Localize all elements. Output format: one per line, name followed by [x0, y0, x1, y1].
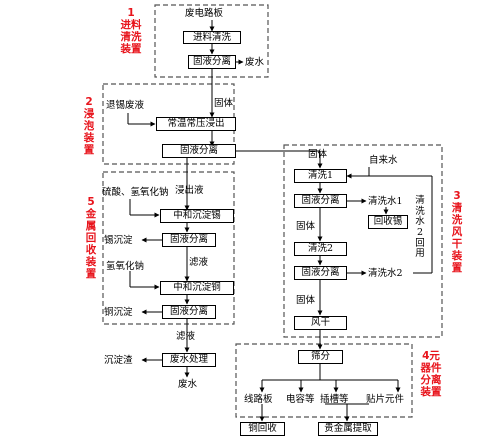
soak-section-label: 浸泡装置 [83, 108, 95, 157]
capacitor-label: 电容等 [286, 394, 315, 405]
filtrate-label-2: 滤液 [176, 331, 196, 342]
components-section-title: 4元 器件分离装置 [416, 350, 446, 398]
wash-water-2-label: 清洗水2 [368, 268, 403, 279]
solid-label-3: 固体 [296, 221, 316, 232]
metal-section-label: 金属回收装置 [85, 208, 97, 281]
tin-stripping-liquid-label: 退锡废液 [106, 100, 145, 111]
acid-base-label: 硫酸、氢氧化钠 [102, 187, 169, 198]
room-temp-leach-box: 常温常压浸出 [156, 117, 236, 131]
metal-section-title: 5 金属回收装置 [84, 196, 98, 280]
solid-label-1: 固体 [214, 98, 234, 109]
copper-recovery-box: 铜回收 [240, 422, 285, 436]
feed-section-label: 进料清洗装置 [120, 19, 142, 56]
screening-box: 筛分 [298, 350, 343, 364]
solid-liquid-separation-1-box: 固液分离 [188, 55, 236, 69]
air-dry-box: 风干 [294, 316, 347, 330]
tap-water-label: 自来水 [369, 155, 398, 166]
wash-section-number: 3 [453, 190, 461, 202]
soak-section-number: 2 [85, 96, 93, 108]
filtrate-label-1: 滤液 [189, 257, 209, 268]
soak-section-title: 2 浸泡装置 [82, 96, 96, 156]
solid-liquid-separation-3-box: 固液分离 [162, 233, 216, 247]
wastewater-treatment-box: 废水处理 [162, 353, 216, 367]
solid-liquid-separation-4-box: 固液分离 [162, 305, 216, 319]
waste-water-label-2: 废水 [178, 379, 198, 390]
solid-liquid-separation-2-box: 固液分离 [162, 144, 236, 158]
wash-section-label: 清洗风干装置 [451, 202, 463, 275]
components-section-box [235, 343, 413, 418]
metal-section-number: 5 [87, 196, 95, 208]
feed-section-title: 1 进料清洗装置 [116, 7, 146, 55]
wash-2-box: 清洗2 [294, 242, 347, 256]
socket-label: 插槽等 [320, 394, 349, 405]
tin-precipitate-label: 锡沉淀 [104, 235, 133, 246]
circuit-board-label: 线路板 [244, 394, 273, 405]
components-section-label: 器件分离装置 [420, 362, 442, 399]
copper-precipitate-label: 铜沉淀 [104, 307, 133, 318]
leachate-label: 浸出液 [175, 185, 204, 196]
precipitate-slag-label: 沉淀渣 [104, 355, 133, 366]
solid-liquid-separation-6-box: 固液分离 [294, 266, 347, 280]
precious-metal-extraction-box: 贵金属提取 [318, 422, 378, 436]
components-section-number: 4元 [422, 350, 440, 362]
neutralize-copper-box: 中和沉淀铜 [160, 281, 234, 295]
wash-water-2-recycle-label: 清洗水2回用 [415, 195, 425, 260]
solid-label-4: 固体 [296, 295, 316, 306]
tin-recovery-box: 回收锡 [368, 215, 408, 229]
wash-1-box: 清洗1 [294, 169, 347, 183]
connectors [127, 20, 433, 422]
neutralize-tin-box: 中和沉淀锡 [160, 209, 234, 223]
naoh-label: 氢氧化钠 [106, 261, 145, 272]
wash-section-box [283, 144, 443, 338]
solid-liquid-separation-5-box: 固液分离 [294, 194, 347, 208]
waste-board-label: 废电路板 [185, 8, 224, 19]
wash-section-title: 3 清洗风干装置 [450, 190, 464, 274]
feed-section-number: 1 [127, 7, 135, 19]
metal-section-box [102, 171, 235, 325]
solid-label-2: 固体 [308, 149, 328, 160]
waste-water-label-1: 废水 [245, 57, 265, 68]
feed-wash-box: 进料清洗 [183, 31, 241, 44]
smd-component-label: 贴片元件 [366, 394, 405, 405]
wash-water-1-label: 清洗水1 [368, 196, 403, 207]
